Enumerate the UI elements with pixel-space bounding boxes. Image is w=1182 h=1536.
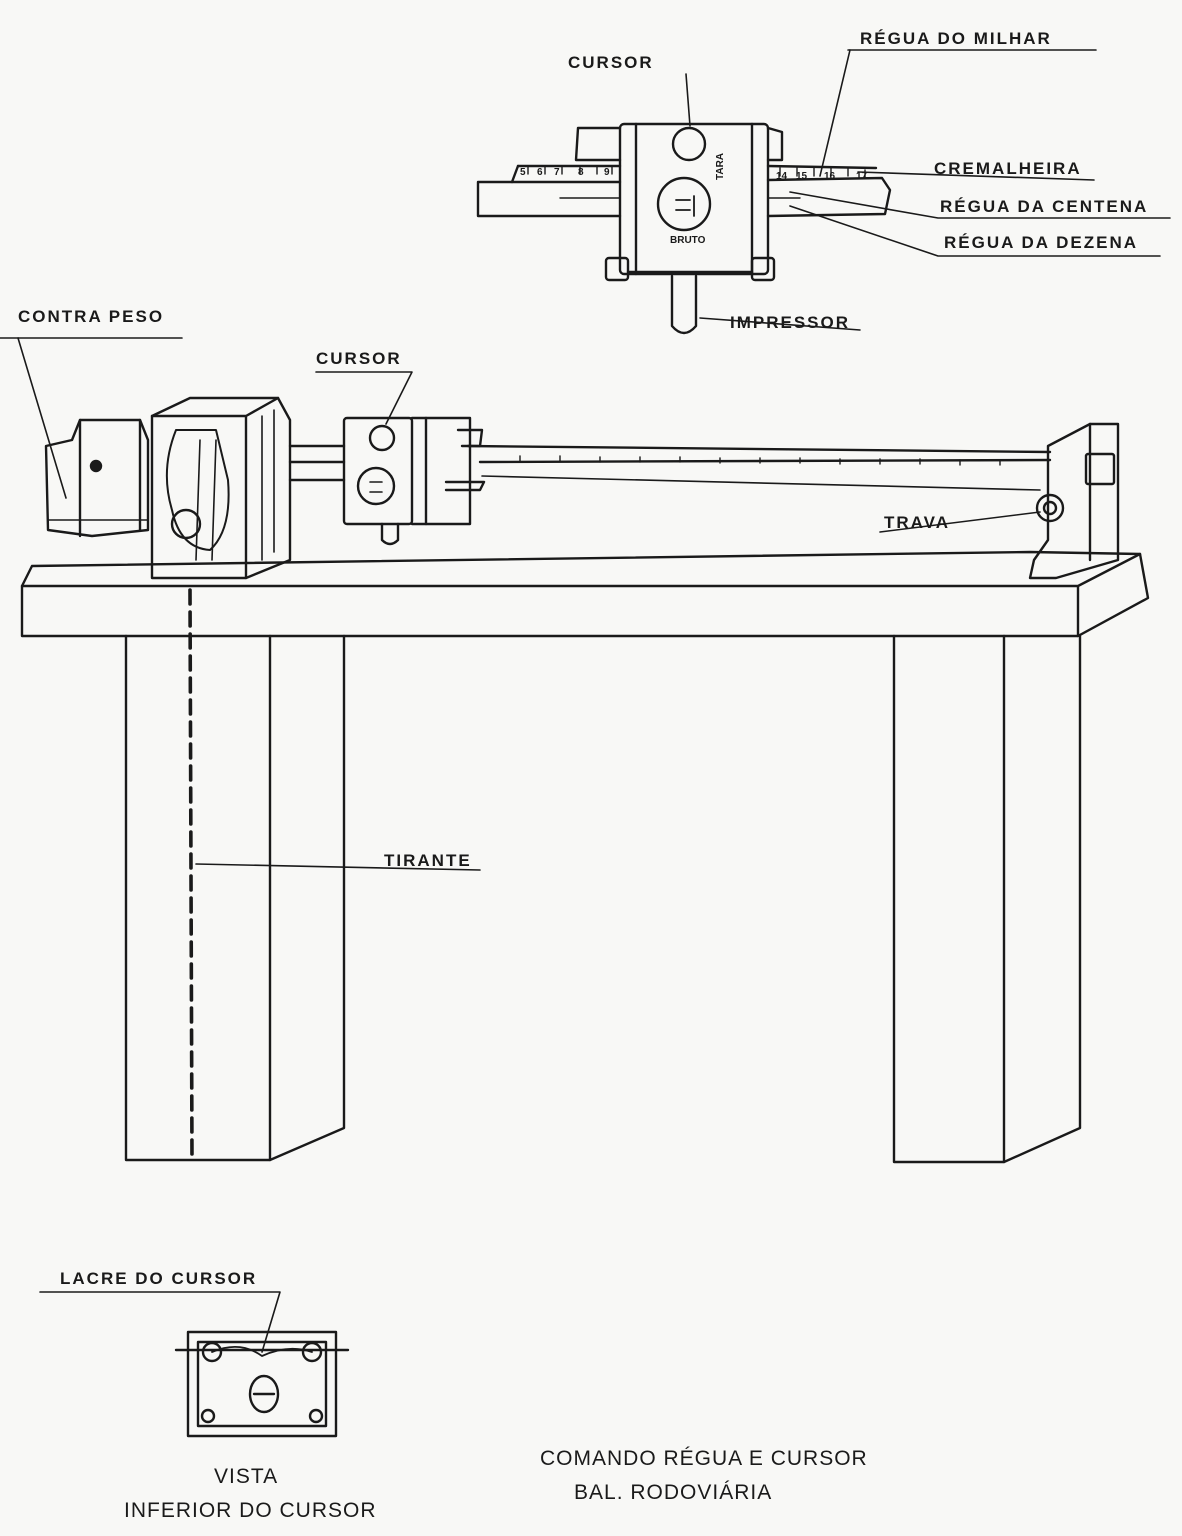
- label-cursor-main: CURSOR: [316, 349, 402, 368]
- label-lacre-cursor: LACRE DO CURSOR: [60, 1269, 258, 1288]
- scale-mark: 7: [554, 167, 560, 178]
- label-regua-centena: RÉGUA DA CENTENA: [940, 197, 1149, 216]
- label-cursor-detail: CURSOR: [568, 53, 654, 72]
- drawing-title-line2: BAL. RODOVIÁRIA: [574, 1481, 773, 1504]
- scale-mark: 6: [537, 167, 543, 178]
- label-cremalheira: CREMALHEIRA: [934, 159, 1082, 178]
- scale-mark: 8: [578, 167, 584, 178]
- scale-mark: 5: [520, 167, 526, 178]
- label-impressor: IMPRESSOR: [730, 313, 851, 332]
- drawing-title-line1: COMANDO RÉGUA E CURSOR: [540, 1447, 868, 1470]
- cursor-detail-drawing: [476, 49, 1171, 335]
- label-regua-milhar: RÉGUA DO MILHAR: [860, 29, 1052, 48]
- scale-mark: 14: [776, 171, 788, 182]
- cursor-bottom-view-drawing: [39, 1291, 350, 1438]
- caption-inferior-cursor: INFERIOR DO CURSOR: [124, 1499, 377, 1522]
- scale-mark: 9: [604, 167, 610, 178]
- caption-vista: VISTA: [214, 1465, 279, 1488]
- label-contra-peso: CONTRA PESO: [18, 307, 165, 326]
- label-regua-dezena: RÉGUA DA DEZENA: [944, 233, 1139, 252]
- scale-mark: 17: [856, 171, 868, 182]
- label-trava: TRAVA: [884, 513, 951, 532]
- scale-mark: 15: [796, 171, 808, 182]
- beam-assembly-drawing: [0, 337, 1150, 1164]
- label-tara: TARA: [715, 152, 726, 180]
- label-tirante: TIRANTE: [384, 851, 472, 870]
- label-bruto: BRUTO: [670, 235, 706, 246]
- scale-mark: 16: [824, 171, 836, 182]
